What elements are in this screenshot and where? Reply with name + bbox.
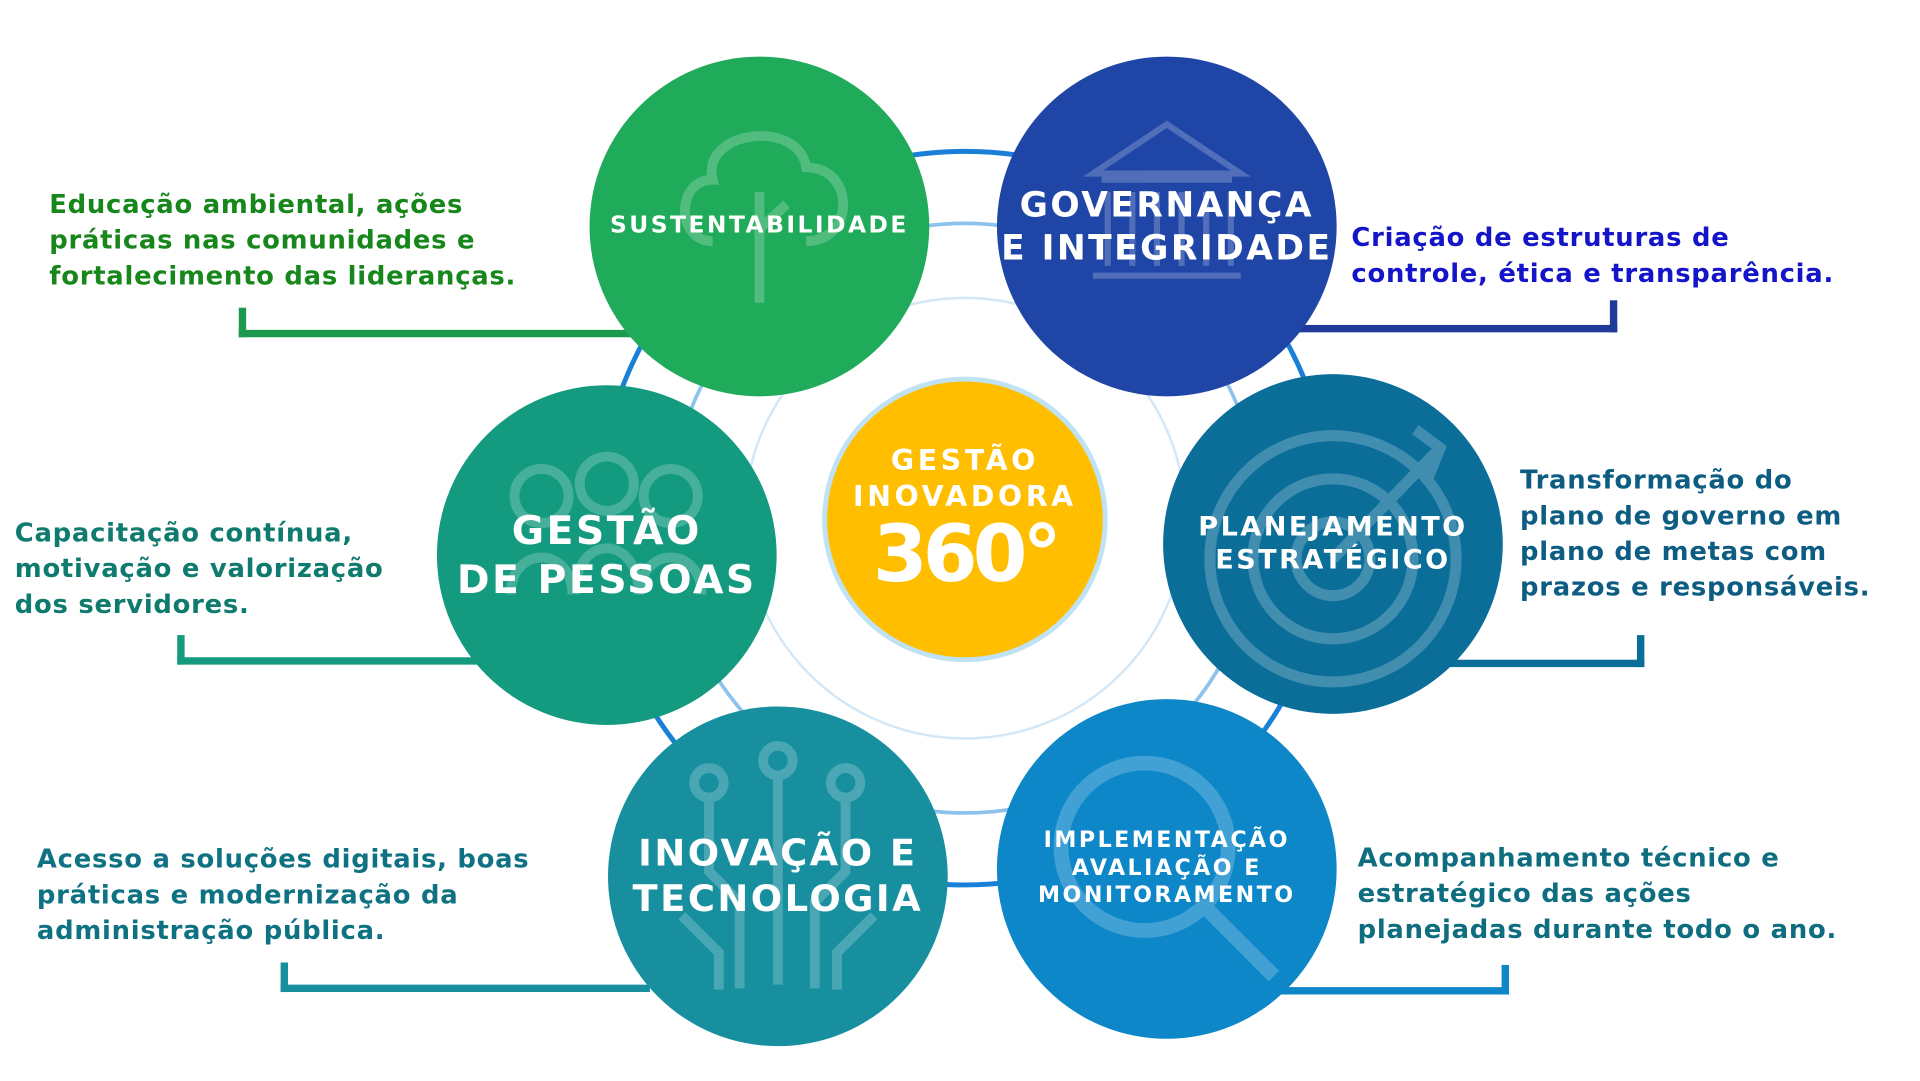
pillar-implementacao: IMPLEMENTAÇÃO AVALIAÇÃO E MONITORAMENTO bbox=[996, 699, 1337, 1039]
center-hub: GESTÃO INOVADORA 360° bbox=[822, 376, 1108, 663]
description-planejamento: Transformação do plano de governo em pla… bbox=[1520, 463, 1870, 606]
pillar-planejamento: PLANEJAMENTO ESTRATÉGICO bbox=[1163, 374, 1503, 714]
pillar-title-3: MONITORAMENTO bbox=[1038, 882, 1296, 909]
description-line: dos servidores. bbox=[14, 589, 250, 620]
pillar-title-2: E INTEGRIDADE bbox=[1001, 227, 1333, 269]
pillar-title: SUSTENTABILIDADE bbox=[609, 211, 909, 239]
pillar-title: INOVAÇÃO E bbox=[638, 831, 918, 875]
pillar-inovacao: INOVAÇÃO E TECNOLOGIA bbox=[608, 706, 948, 1047]
connector-implementacao bbox=[1267, 964, 1509, 995]
tree-icon bbox=[680, 131, 848, 303]
description-line: motivação e valorização bbox=[14, 553, 384, 584]
description-line: planejadas durante todo o ano. bbox=[1357, 914, 1838, 945]
institution-icon bbox=[1082, 120, 1251, 279]
description-line: plano de governo em bbox=[1520, 500, 1843, 531]
connector-governanca bbox=[1292, 300, 1618, 333]
description-implementacao: Acompanhamento técnico e estratégico das… bbox=[1358, 841, 1837, 948]
people-icon bbox=[505, 451, 707, 595]
pillar-title: GOVERNANÇA bbox=[1019, 184, 1314, 226]
description-line: Acompanhamento técnico e bbox=[1357, 843, 1780, 873]
description-line: práticas nas comunidades e bbox=[49, 225, 476, 255]
description-inovacao: Acesso a soluções digitais, boas prática… bbox=[37, 842, 530, 949]
connector-sustentabilidade bbox=[238, 307, 645, 338]
connector-inovacao bbox=[280, 962, 650, 993]
description-governanca: Criação de estruturas de controle, ética… bbox=[1351, 220, 1834, 291]
description-line: plano de metas com bbox=[1520, 536, 1827, 567]
description-line: Acesso a soluções digitais, boas bbox=[36, 844, 530, 874]
pillar-title: IMPLEMENTAÇÃO bbox=[1043, 827, 1290, 854]
pillar-gestao-pessoas: GESTÃO DE PESSOAS bbox=[436, 385, 777, 725]
description-line: prazos e responsáveis. bbox=[1520, 572, 1871, 602]
center-line-1: GESTÃO bbox=[890, 445, 1040, 478]
pillar-title: GESTÃO bbox=[511, 507, 702, 554]
description-line: estratégico das ações bbox=[1357, 878, 1692, 909]
pillar-title-2: DE PESSOAS bbox=[456, 556, 757, 604]
description-line: controle, ética e transparência. bbox=[1351, 258, 1835, 289]
target-icon bbox=[1204, 425, 1462, 688]
pillar-title-2: TECNOLOGIA bbox=[632, 877, 924, 921]
description-line: administração pública. bbox=[36, 915, 386, 946]
pillar-title: PLANEJAMENTO bbox=[1198, 511, 1468, 543]
description-line: Transformação do bbox=[1520, 465, 1793, 495]
magnifier-icon bbox=[1053, 755, 1280, 982]
circuit-icon bbox=[678, 740, 878, 990]
connector-pessoas bbox=[177, 635, 485, 665]
description-line: fortalecimento das lideranças. bbox=[49, 260, 517, 291]
connector-planejamento bbox=[1440, 635, 1645, 668]
pillar-governanca: GOVERNANÇA E INTEGRIDADE bbox=[996, 56, 1337, 397]
description-line: Educação ambiental, ações bbox=[49, 189, 464, 220]
description-line: Criação de estruturas de bbox=[1351, 222, 1730, 253]
center-line-2: INOVADORA bbox=[852, 481, 1077, 514]
pillar-title-2: AVALIAÇÃO E bbox=[1071, 855, 1262, 881]
description-sustentabilidade: Educação ambiental, ações práticas nas c… bbox=[49, 187, 516, 294]
center-number: 360° bbox=[872, 509, 1062, 601]
pillar-title-2: ESTRATÉGICO bbox=[1215, 545, 1451, 577]
description-line: Capacitação contínua, bbox=[14, 518, 353, 548]
description-line: práticas e modernização da bbox=[36, 880, 459, 910]
description-pessoas: Capacitação contínua, motivação e valori… bbox=[15, 516, 384, 623]
pillar-sustentabilidade: SUSTENTABILIDADE bbox=[589, 56, 930, 397]
